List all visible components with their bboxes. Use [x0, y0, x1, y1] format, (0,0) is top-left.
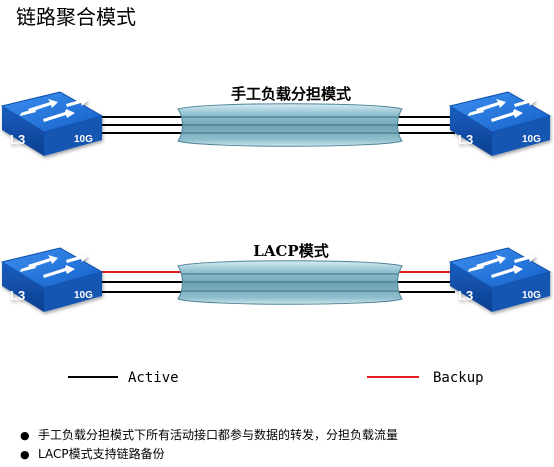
topo2-left-switch-speed-label: 10G — [74, 290, 93, 301]
topology-manual-load-sharing: 手工负载分担模式 L3 10G — [0, 85, 552, 156]
topo2-right-switch-speed-label: 10G — [522, 290, 541, 301]
legend-active-label: Active — [128, 370, 179, 386]
notes-list: ● 手工负载分担模式下所有活动接口都参与数据的转发，分担负载流量 ● LACP模式支… — [20, 426, 398, 464]
topo2-left-switch: L3 10G — [0, 247, 104, 312]
topology-lacp: LACP模式 L3 10G — [0, 242, 552, 312]
topo1-right-switch-layer-label: L3 — [458, 132, 473, 147]
legend: Active Backup — [68, 370, 484, 386]
topo2-right-switch-arrows-icon — [468, 253, 536, 278]
bullet-icon: ● — [20, 448, 30, 461]
bullet-icon: ● — [20, 429, 30, 442]
topo2-mode-label: LACP模式 — [253, 242, 328, 260]
topo2-right-switch-layer-label: L3 — [458, 288, 473, 303]
topo1-left-switch: L3 10G — [0, 91, 104, 156]
topo2-right-switch: L3 10G — [448, 247, 552, 312]
note-item: ● 手工负载分担模式下所有活动接口都参与数据的转发，分担负载流量 — [20, 426, 398, 445]
note-item: ● LACP模式支持链路备份 — [20, 445, 398, 464]
topo1-right-switch-arrows-icon — [468, 97, 536, 122]
topo1-right-switch-speed-label: 10G — [522, 134, 541, 145]
topo1-left-switch-arrows-icon — [20, 97, 88, 122]
topo1-mode-label: 手工负载分担模式 — [231, 85, 351, 103]
legend-backup-label: Backup — [433, 370, 484, 386]
topo1-left-switch-speed-label: 10G — [74, 134, 93, 145]
note-text: LACP模式支持链路备份 — [38, 447, 165, 461]
note-text: 手工负载分担模式下所有活动接口都参与数据的转发，分担负载流量 — [38, 428, 399, 442]
topo1-right-switch: L3 10G — [448, 91, 552, 156]
topo2-left-switch-arrows-icon — [20, 253, 88, 278]
page-title: 链路聚合模式 — [16, 5, 136, 29]
topo1-left-switch-layer-label: L3 — [10, 132, 25, 147]
topo2-left-switch-layer-label: L3 — [10, 288, 25, 303]
